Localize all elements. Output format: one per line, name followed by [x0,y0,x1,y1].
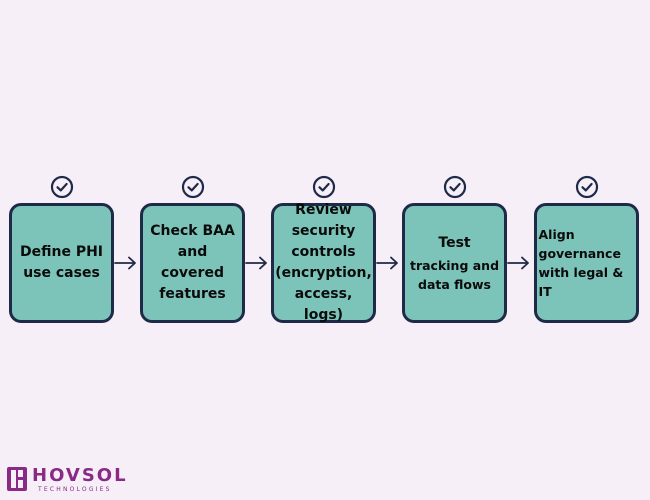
brand-tagline: TECHNOLOGIES [38,486,112,493]
check-circle-icon [443,175,467,199]
step-box-2: Check BAA and covered features [140,203,245,323]
step-subtitle: tracking and data flows [409,257,500,292]
check-circle-icon [50,175,74,199]
step-title: Align governance with legal & IT [538,227,624,299]
check-circle-icon [312,175,336,199]
check-circle-icon [181,175,205,199]
arrow-right-icon [114,256,136,270]
step-title: Check BAA and covered features [150,223,235,302]
logo-mark-icon [7,467,27,491]
check-circle-icon [575,175,599,199]
step-title: Review security controls (encryption, ac… [275,202,372,323]
step-title: Define PHI use cases [19,244,103,281]
arrow-right-icon [245,256,267,270]
arrow-right-icon [507,256,529,270]
step-box-3: Review security controls (encryption, ac… [271,202,376,323]
step-title: Test [438,234,471,251]
step-box-1: Define PHI use cases [9,203,114,323]
arrow-right-icon [376,256,398,270]
brand-name: HOVSOL [32,465,128,486]
step-box-5: Align governance with legal & IT [534,203,639,323]
step-box-4: Test tracking and data flows [402,203,507,323]
brand-logo: HOVSOL TECHNOLOGIES [6,466,128,496]
